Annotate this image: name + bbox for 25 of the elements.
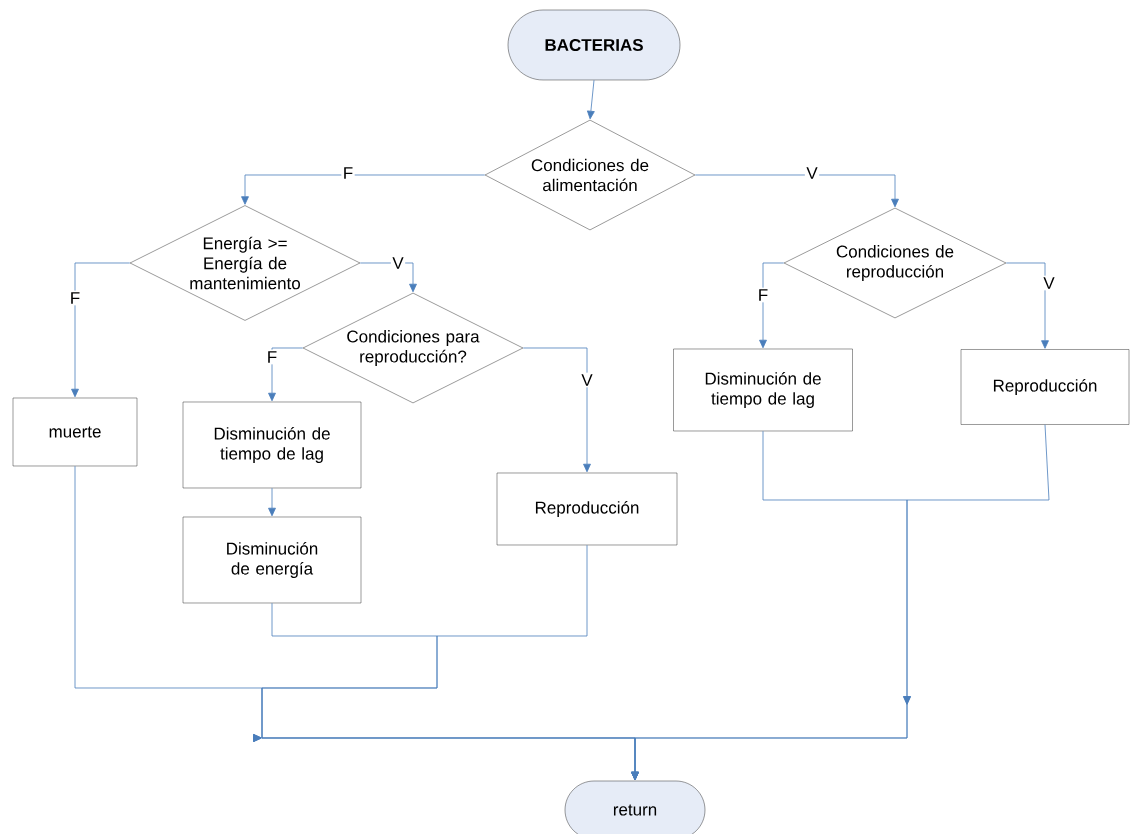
connector-arrow [522, 347, 591, 473]
connector-arrow [241, 174, 486, 205]
process-box: Reproducción [960, 349, 1130, 425]
edge-label: F [68, 290, 82, 306]
connector-arrow [631, 424, 1050, 781]
process-box: Reproducción [496, 472, 678, 546]
process-box: muerte [12, 397, 138, 467]
connector-arrow [759, 262, 785, 349]
connector-arrow [694, 174, 899, 208]
process-box: Disminución de tiempo de lag [673, 348, 853, 432]
process-box: Disminución de tiempo de lag [182, 401, 362, 489]
edge-label: V [579, 372, 595, 388]
edge-label: F [341, 165, 355, 181]
edge-label: V [1041, 275, 1057, 291]
edge-label: V [804, 165, 820, 181]
process-box: Disminución de energía [182, 516, 362, 604]
connector-arrow [359, 262, 417, 293]
connector-arrow [587, 79, 595, 120]
connector-arrow [71, 262, 131, 398]
connector-arrow [1005, 262, 1049, 349]
edge-label: V [390, 255, 406, 271]
connector-arrow [268, 347, 304, 402]
edge-label: F [756, 287, 770, 303]
connector-arrow [268, 487, 276, 517]
edge-label: F [265, 349, 279, 365]
